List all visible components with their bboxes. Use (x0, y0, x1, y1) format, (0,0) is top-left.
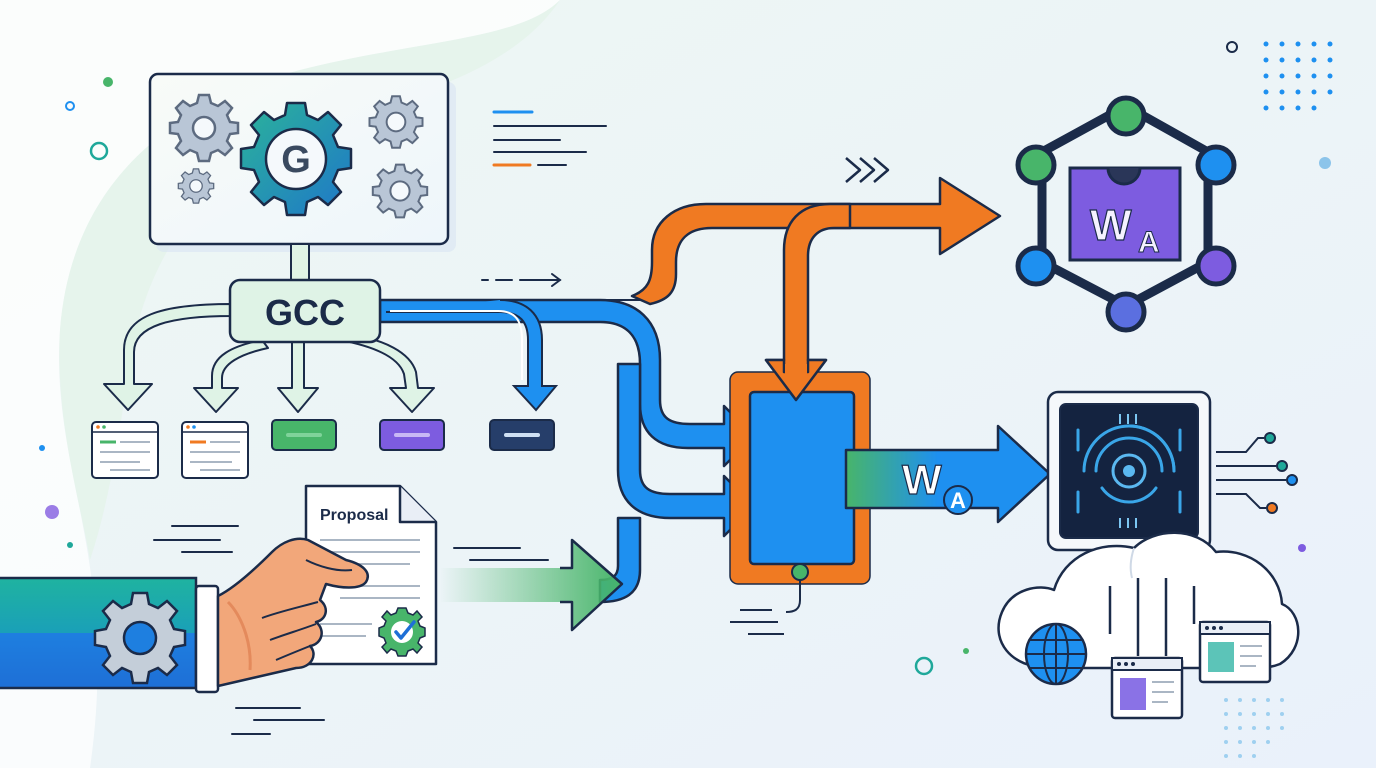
decorative-dots (39, 41, 1333, 758)
check-badge-icon (378, 607, 426, 657)
dashed-arrow-hint (481, 273, 562, 287)
hand-motion-lines (231, 707, 325, 735)
gcc-label: GCC (265, 292, 345, 333)
gcc-node: GCC (228, 278, 382, 344)
wasm-network-node: W A (1015, 95, 1237, 333)
browser-window-icon (1198, 620, 1272, 684)
orange-arrow-joint (785, 364, 807, 376)
gear-icon (93, 591, 187, 685)
output-pill-green (271, 419, 337, 451)
gear-icon (368, 95, 424, 149)
output-window-2 (181, 421, 249, 479)
output-pill-navy (489, 419, 555, 451)
output-pill-purple (379, 419, 445, 451)
proposal-title: Proposal (320, 507, 388, 524)
orange-flow-arrow (630, 176, 1002, 402)
wasm-arrow-letter-a: A (950, 488, 966, 513)
circuit-traces (1216, 432, 1298, 514)
output-window-1 (91, 421, 159, 479)
g-logo-gear-icon: G (239, 101, 353, 217)
blue-flow-arrow (378, 279, 756, 604)
green-input-arrow (440, 540, 622, 630)
wasm-node-letter-w: W (1090, 201, 1132, 250)
wasm-node-letter-a: A (1138, 226, 1160, 259)
branch-arrows (103, 303, 435, 413)
gear-icon (168, 93, 240, 163)
hand (216, 537, 369, 688)
gear-icon (371, 163, 429, 219)
green-input-arrow-outline (560, 538, 624, 632)
gear-icon (177, 168, 215, 204)
chevrons-icon (845, 157, 890, 183)
panel-connector (290, 243, 310, 281)
wasm-arrow-letter-w: W (902, 456, 942, 503)
wasm-output-arrow: W A (844, 424, 1052, 524)
motion-lines-top (492, 110, 607, 167)
background-white-swoosh (0, 0, 560, 768)
browser-window-icon (1110, 656, 1184, 720)
compiler-logo-letter: G (281, 139, 311, 181)
input-motion-lines (153, 525, 549, 561)
globe-icon (1024, 622, 1088, 686)
cpu-chip-icon (1046, 390, 1212, 552)
